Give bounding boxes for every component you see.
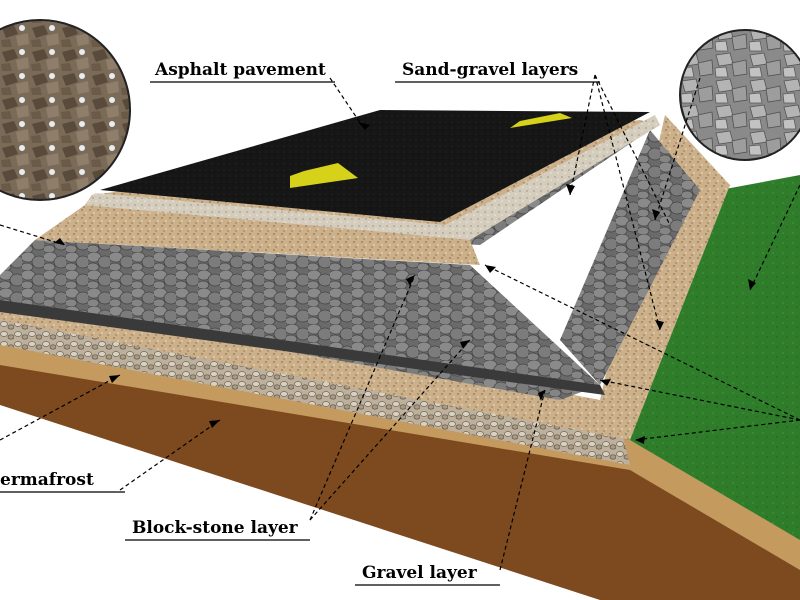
label-permafrost: ermafrost xyxy=(0,470,94,490)
rock-photo-inset-right xyxy=(679,29,800,161)
block-stone-layer xyxy=(0,240,600,400)
permafrost-layer xyxy=(0,360,800,600)
road-marking-2 xyxy=(510,113,572,128)
right-slope-sand xyxy=(600,115,730,440)
soil-layer xyxy=(0,330,800,570)
right-slope-rock xyxy=(560,130,700,385)
label-underlines xyxy=(0,81,600,586)
upper-sand-gravel-front xyxy=(35,205,480,265)
road-marking-1 xyxy=(290,163,358,188)
crushed-stone-layer xyxy=(85,115,660,240)
label-sand-gravel-layers: Sand-gravel layers xyxy=(402,60,578,80)
asphalt-pavement xyxy=(100,110,650,222)
geotextile-strip xyxy=(0,300,605,395)
arrowheads xyxy=(54,122,756,444)
label-gravel-layer: Gravel layer xyxy=(362,563,478,583)
label-asphalt-pavement: Asphalt pavement xyxy=(154,60,326,80)
leader-lines xyxy=(0,74,800,571)
rock-photo-inset-left xyxy=(0,19,131,201)
label-block-stone-layer: Block-stone layer xyxy=(132,518,299,538)
